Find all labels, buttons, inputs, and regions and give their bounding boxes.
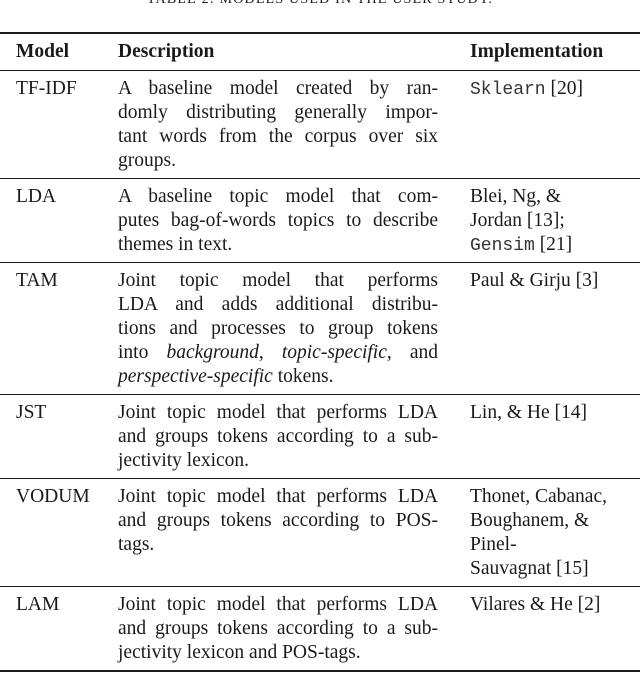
row-divider [0, 586, 640, 587]
row-implementation-jst: Lin, & He [14] [470, 402, 587, 423]
row-implementation-vodum: Thonet, Cabanac, Boughanem, & Pinel- Sau… [470, 486, 607, 579]
row-model-vodum: VODUM [16, 486, 90, 507]
header-rule [0, 70, 640, 71]
row-model-tam: TAM [16, 270, 58, 291]
row-model-lda: LDA [16, 186, 57, 207]
header-model: Model [16, 41, 70, 62]
row-description-jst: Joint topic model that performs LDA and … [118, 402, 438, 471]
row-description-tam: Joint topic model that performs LDA and … [118, 270, 439, 387]
row-implementation-tam: Paul & Girju [3] [470, 270, 599, 291]
row-description-lam: Joint topic model that performs LDA and … [118, 594, 438, 663]
row-divider [0, 394, 640, 395]
row-divider [0, 262, 640, 263]
row-divider [0, 478, 640, 479]
table-caption: TABLE 2: MODELS USED IN THE USER STUDY. [0, 0, 640, 8]
row-model-tfidf: TF-IDF [16, 78, 77, 99]
row-description-lda: A baseline topic model that com- putes b… [118, 186, 438, 255]
row-implementation-lda: Blei, Ng, & Jordan [13]; Gensim [21] [470, 186, 573, 256]
top-rule [0, 32, 640, 34]
bottom-rule [0, 670, 640, 672]
header-description: Description [118, 41, 215, 62]
row-description-vodum: Joint topic model that performs LDA and … [118, 486, 438, 555]
row-model-jst: JST [16, 402, 47, 423]
row-description-tfidf: A baseline model created by ran- domly d… [118, 78, 438, 171]
library-name: Gensim [470, 236, 535, 256]
row-implementation-tfidf: Sklearn [20] [470, 78, 583, 100]
row-divider [0, 178, 640, 179]
header-implementation: Implementation [470, 41, 604, 62]
library-name: Sklearn [470, 80, 546, 100]
row-model-lam: LAM [16, 594, 60, 615]
row-implementation-lam: Vilares & He [2] [470, 594, 601, 615]
